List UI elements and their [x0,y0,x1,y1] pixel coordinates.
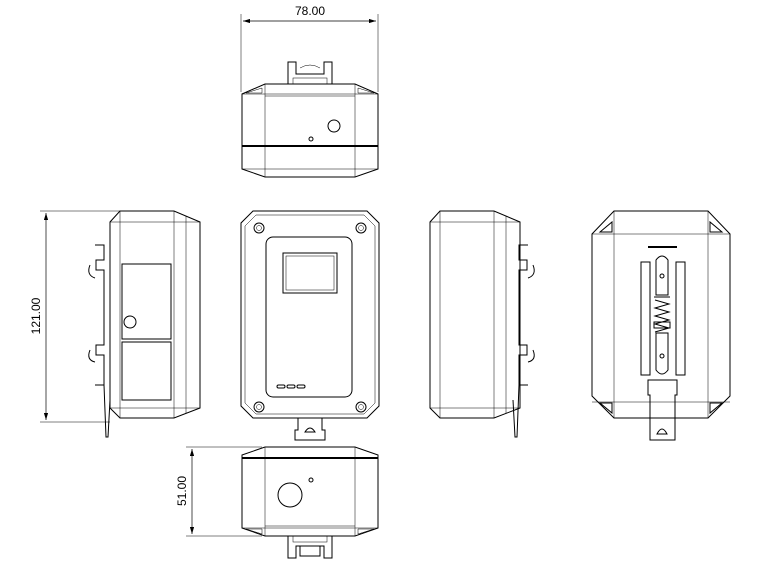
screw-icon [253,222,265,234]
bottom-view [241,446,379,559]
top-view [241,61,379,178]
cable-gland-icon [327,119,341,133]
depth-dimension: 51.00 [175,446,262,537]
height-dimension: 121.00 [29,210,120,423]
left-side-view [88,210,201,438]
screw-icon [355,401,367,413]
height-dimension-label: 121.00 [29,297,43,334]
screw-icon [253,401,265,413]
depth-dimension-label: 51.00 [175,476,189,506]
width-dimension-label: 78.00 [295,4,325,18]
front-view [240,210,380,441]
width-dimension: 78.00 [240,4,379,92]
display-window [282,252,338,294]
screw-icon [355,222,367,234]
back-view [591,210,731,441]
right-side-view [429,210,535,438]
